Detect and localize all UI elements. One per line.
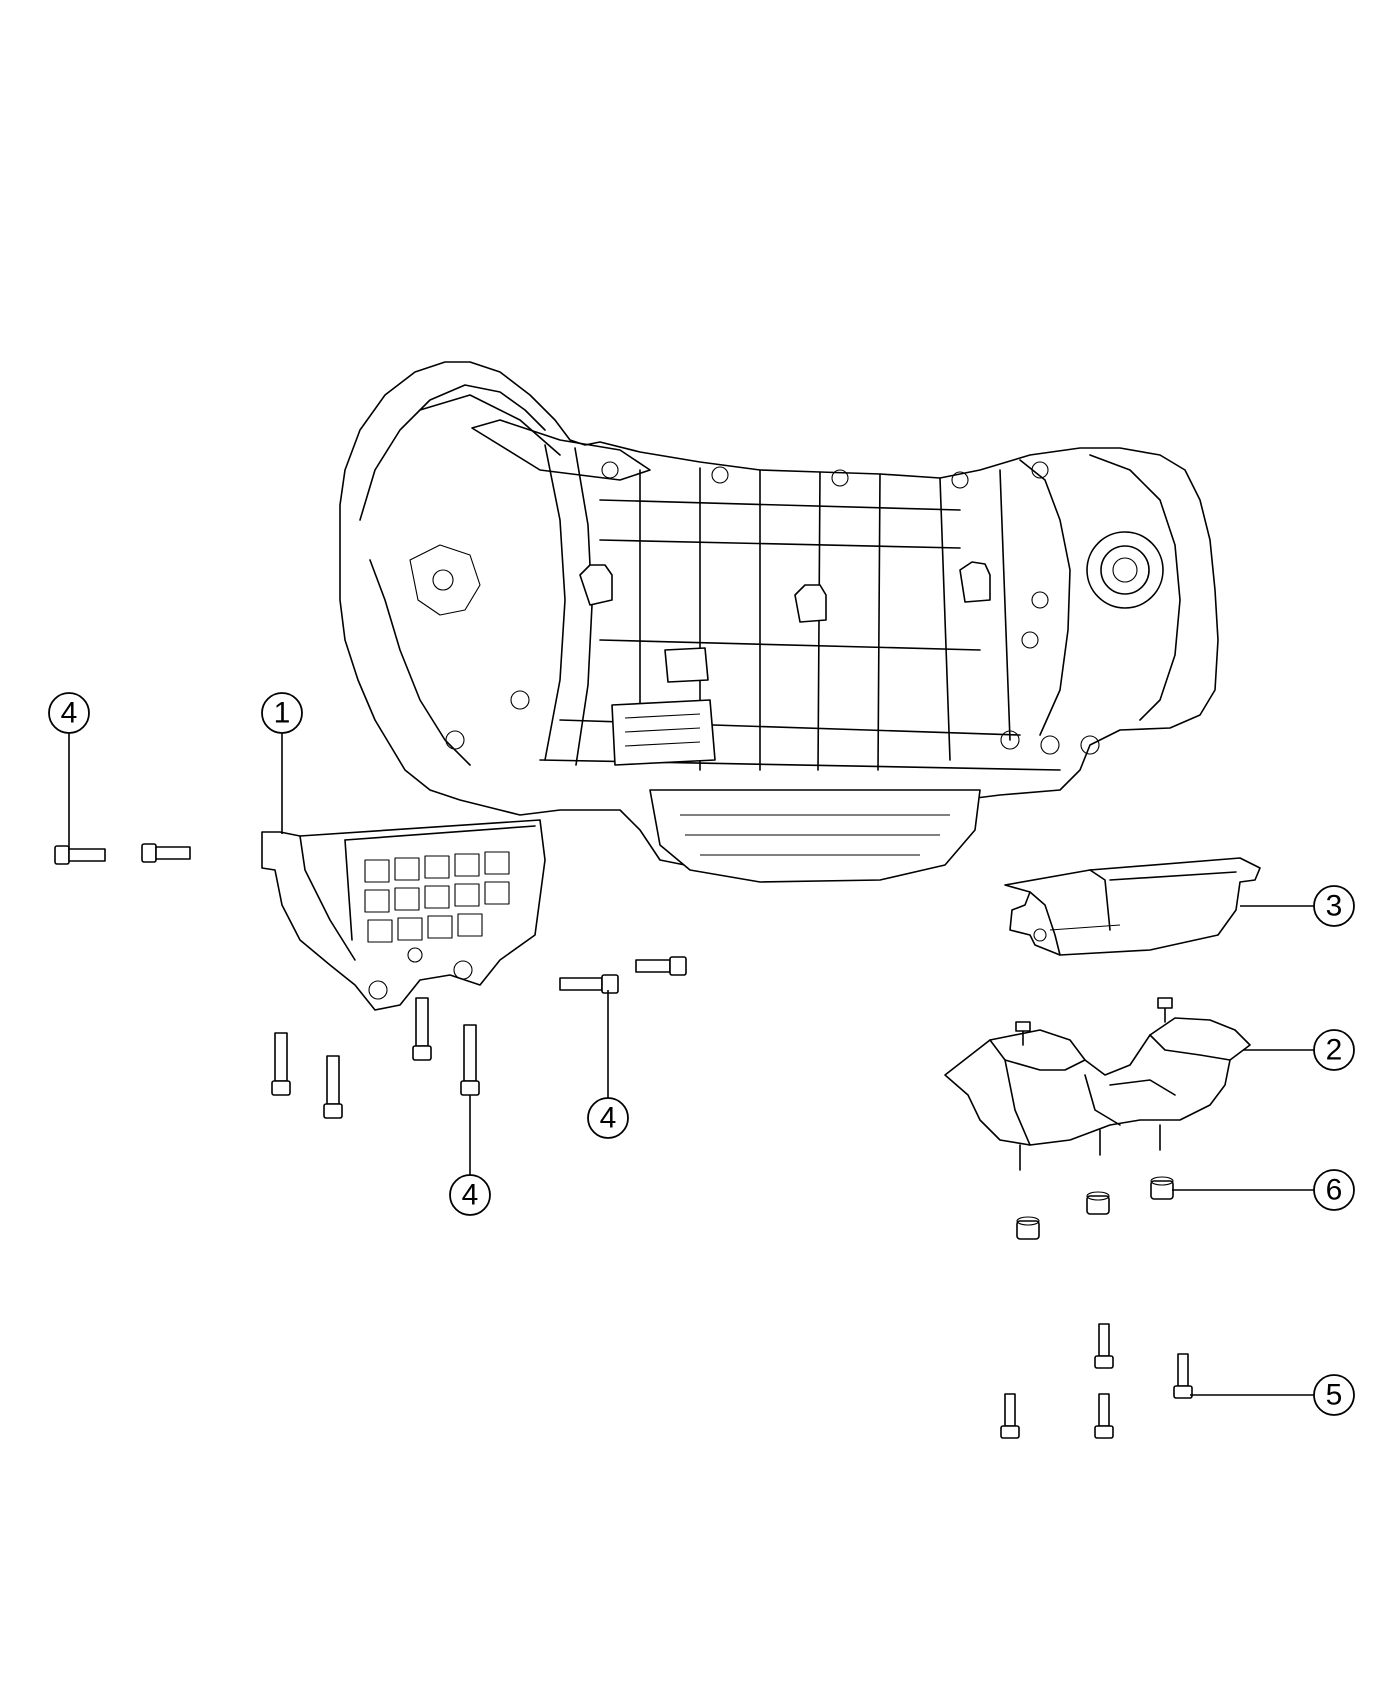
callout-6: 6 (1313, 1169, 1355, 1211)
callout-label: 4 (61, 697, 78, 730)
callout-label: 6 (1326, 1174, 1343, 1207)
callout-label: 1 (274, 697, 291, 730)
transmission-assembly (339, 361, 1219, 883)
bolts-item-5 (1000, 1323, 1193, 1439)
skid-bracket-part-3 (1004, 857, 1261, 956)
bolts-item-4-middle (559, 956, 687, 994)
callout-4-middle: 4 (587, 1097, 629, 1139)
callout-label: 4 (600, 1102, 617, 1135)
callout-4-left: 4 (48, 692, 90, 734)
callout-4-lower: 4 (449, 1174, 491, 1216)
callout-label: 2 (1326, 1034, 1343, 1067)
mount-bracket-part-1 (261, 819, 546, 1011)
callout-5: 5 (1313, 1374, 1355, 1416)
bolts-item-4-lower (271, 997, 480, 1119)
callout-3: 3 (1313, 885, 1355, 927)
callout-2: 2 (1313, 1029, 1355, 1071)
leader-lines (68, 732, 1315, 1396)
bolts-item-4-left (54, 843, 191, 865)
callout-label: 3 (1326, 890, 1343, 923)
callout-1: 1 (261, 692, 303, 734)
callout-label: 5 (1326, 1379, 1343, 1412)
callout-label: 4 (462, 1179, 479, 1212)
nuts-item-6 (1016, 1176, 1174, 1240)
transmission-mount-part-2 (944, 997, 1251, 1171)
